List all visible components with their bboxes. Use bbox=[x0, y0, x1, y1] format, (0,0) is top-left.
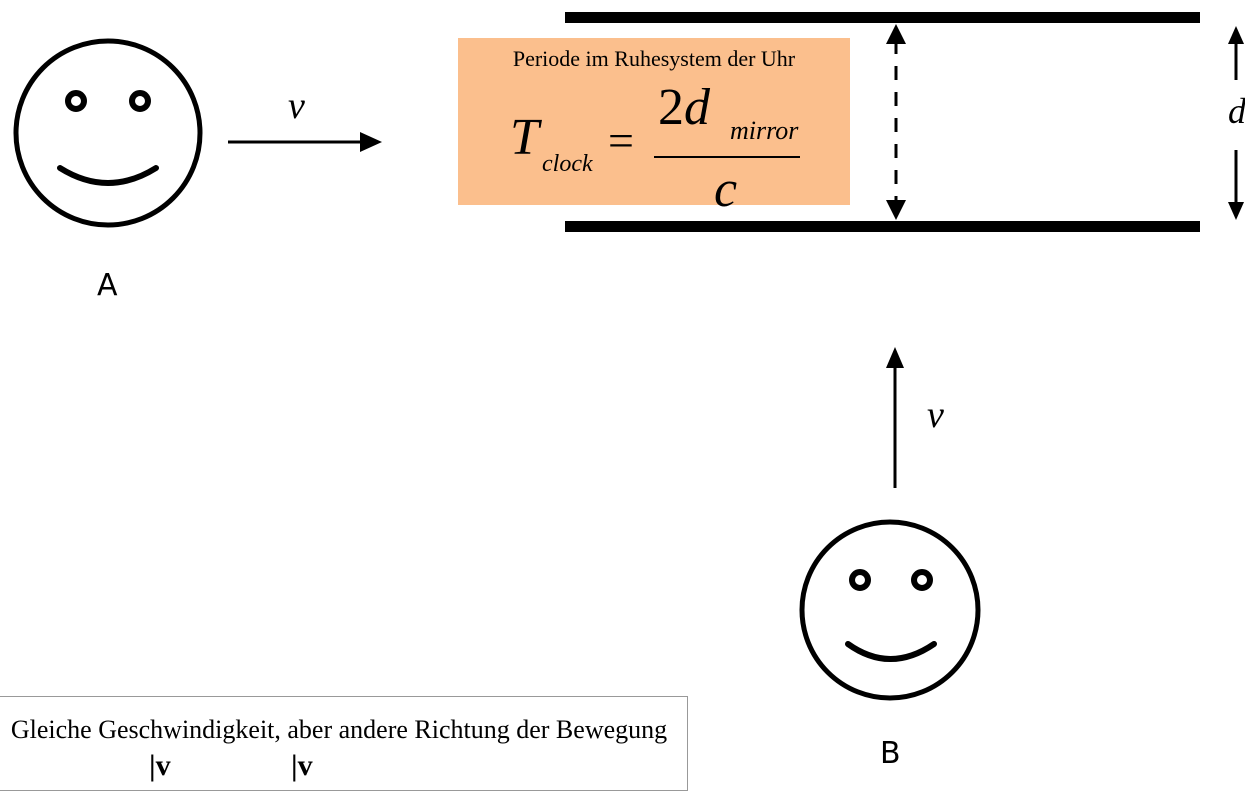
period-formula-box: Periode im Ruhesystem der Uhr T clock = … bbox=[458, 38, 850, 218]
formula-denominator: c bbox=[714, 161, 738, 218]
note-text: Gleiche Geschwindigkeit, aber andere Ric… bbox=[10, 715, 668, 744]
distance-indicator bbox=[1228, 26, 1244, 220]
velocity-b-label: v bbox=[927, 394, 944, 436]
period-formula: T clock = 2d mirror c bbox=[458, 78, 850, 218]
period-box-title: Periode im Ruhesystem der Uhr bbox=[512, 46, 796, 71]
note-vector-b: |v⃗ bbox=[291, 749, 336, 782]
observer-b-left-eye bbox=[849, 569, 871, 591]
observer-b-smile bbox=[845, 641, 937, 662]
light-path-arrow bbox=[886, 24, 906, 220]
observer-a-smile bbox=[57, 165, 159, 186]
velocity-arrow-a bbox=[228, 132, 382, 152]
mirror-distance-label: d bbox=[1228, 91, 1245, 131]
formula-T-subscript: clock bbox=[542, 151, 593, 177]
observer-a-label: A bbox=[97, 268, 118, 303]
formula-fraction-bar bbox=[654, 156, 800, 158]
mirror-top bbox=[565, 12, 1200, 23]
formula-numerator-coef: 2 bbox=[658, 79, 684, 136]
formula-numerator-subscript: mirror bbox=[730, 116, 799, 145]
formula-numerator: 2d bbox=[658, 78, 710, 137]
formula-T: T bbox=[510, 109, 539, 166]
formula-numerator-var: d bbox=[684, 79, 710, 136]
note-vector-a: |v⃗ bbox=[149, 749, 194, 782]
observer-b-label: B bbox=[880, 736, 901, 771]
observer-a-right-eye bbox=[129, 90, 151, 112]
velocity-a-label: v bbox=[288, 85, 305, 127]
observer-a-face bbox=[13, 38, 203, 228]
velocity-arrow-b bbox=[886, 347, 904, 488]
formula-equals: = bbox=[608, 115, 634, 166]
note-box: Gleiche Geschwindigkeit, aber andere Ric… bbox=[0, 696, 688, 791]
observer-b-right-eye bbox=[911, 569, 933, 591]
observer-a-left-eye bbox=[65, 90, 87, 112]
observer-b-face bbox=[799, 519, 981, 701]
mirror-bottom bbox=[565, 221, 1200, 232]
